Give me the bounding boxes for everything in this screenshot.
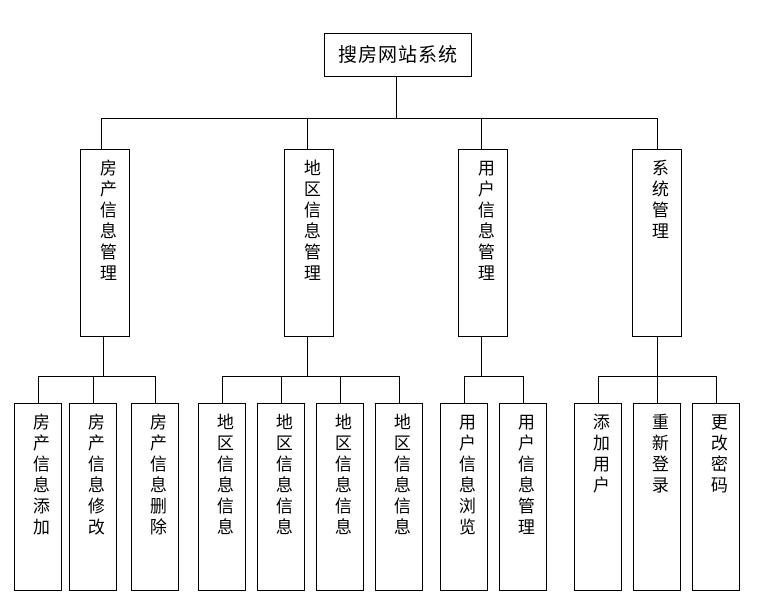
leaf-label-change-password: 更改密码 <box>706 413 727 497</box>
connector-bus-property <box>38 376 156 377</box>
branch-label-user: 用户信息管理 <box>473 159 494 285</box>
leaf-node-region-info-1[interactable]: 地区信息信息 <box>198 403 246 591</box>
leaf-label-region-2: 地区信息信息 <box>271 413 292 539</box>
leaf-node-region-info-4[interactable]: 地区信息信息 <box>375 403 423 591</box>
leaf-label-property-add: 房产信息添加 <box>28 413 49 539</box>
leaf-node-property-info-add[interactable]: 房产信息添加 <box>14 403 62 591</box>
leaf-node-user-info-manage[interactable]: 用户信息管理 <box>499 403 547 591</box>
connector-drop-user-manage <box>523 376 524 403</box>
leaf-label-relogin: 重新登录 <box>647 413 668 497</box>
connector-drop-system <box>657 118 658 149</box>
leaf-label-region-4: 地区信息信息 <box>389 413 410 539</box>
leaf-node-user-info-browse[interactable]: 用户信息浏览 <box>440 403 488 591</box>
branch-node-user-info-management[interactable]: 用户信息管理 <box>458 149 508 337</box>
leaf-node-add-user[interactable]: 添加用户 <box>574 403 622 591</box>
leaf-label-add-user: 添加用户 <box>588 413 609 497</box>
branch-node-region-info-management[interactable]: 地区信息管理 <box>284 149 334 337</box>
connector-drop-relogin <box>657 376 658 403</box>
connector-stem-region <box>307 337 308 376</box>
connector-bus-region <box>222 376 399 377</box>
connector-stem-system <box>657 337 658 376</box>
branch-label-property: 房产信息管理 <box>95 159 116 285</box>
connector-drop-user-browse <box>464 376 465 403</box>
connector-drop-add-user <box>598 376 599 403</box>
connector-drop-region-4 <box>399 376 400 403</box>
connector-drop-user <box>481 118 482 149</box>
connector-root-stem <box>396 77 397 118</box>
leaf-node-relogin[interactable]: 重新登录 <box>633 403 681 591</box>
leaf-label-property-edit: 房产信息修改 <box>83 413 104 539</box>
connector-bus-user <box>464 376 524 377</box>
branch-node-property-info-management[interactable]: 房产信息管理 <box>80 149 130 337</box>
root-node-system[interactable]: 搜房网站系统 <box>324 33 472 77</box>
connector-level1-bus <box>101 118 657 119</box>
connector-stem-user <box>481 337 482 376</box>
leaf-label-user-browse: 用户信息浏览 <box>454 413 475 539</box>
connector-stem-property <box>103 337 104 376</box>
leaf-label-region-1: 地区信息信息 <box>212 413 233 539</box>
leaf-node-change-password[interactable]: 更改密码 <box>692 403 740 591</box>
connector-drop-change-password <box>716 376 717 403</box>
leaf-label-property-delete: 房产信息删除 <box>145 413 166 539</box>
connector-drop-property-edit <box>93 376 94 403</box>
connector-drop-property-delete <box>155 376 156 403</box>
connector-drop-property-add <box>38 376 39 403</box>
connector-drop-region <box>307 118 308 149</box>
leaf-node-property-info-edit[interactable]: 房产信息修改 <box>69 403 117 591</box>
branch-label-system: 系统管理 <box>647 159 668 243</box>
branch-node-system-management[interactable]: 系统管理 <box>632 149 682 337</box>
connector-drop-property <box>101 118 102 149</box>
leaf-node-region-info-2[interactable]: 地区信息信息 <box>257 403 305 591</box>
leaf-label-user-manage: 用户信息管理 <box>513 413 534 539</box>
branch-label-region: 地区信息管理 <box>299 159 320 285</box>
leaf-label-region-3: 地区信息信息 <box>330 413 351 539</box>
leaf-node-region-info-3[interactable]: 地区信息信息 <box>316 403 364 591</box>
connector-drop-region-1 <box>222 376 223 403</box>
connector-drop-region-3 <box>340 376 341 403</box>
root-node-label: 搜房网站系统 <box>337 43 458 66</box>
leaf-node-property-info-delete[interactable]: 房产信息删除 <box>131 403 179 591</box>
connector-drop-region-2 <box>281 376 282 403</box>
